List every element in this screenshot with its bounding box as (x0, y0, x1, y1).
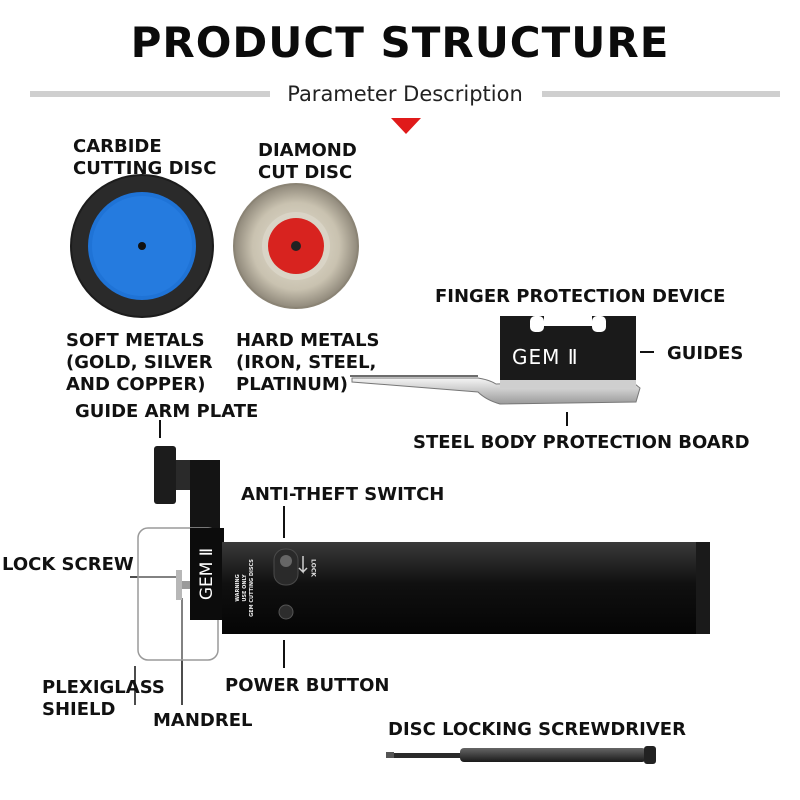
warning-line1: WARNING (235, 574, 241, 602)
warning-line2: USE ONLY (242, 574, 248, 602)
carbide-name-line2: CUTTING DISC (73, 158, 217, 179)
warning-line3: GEM CUTTING DISCS (249, 559, 255, 617)
lock-text: LOCK (309, 559, 317, 577)
finger-protection-label: FINGER PROTECTION DEVICE (435, 286, 726, 307)
lock-screw-label: LOCK SCREW (2, 554, 134, 575)
tool-body (190, 528, 710, 634)
diamond-use-line2: (IRON, STEEL, (236, 352, 377, 373)
guide-arm-plate-label: GUIDE ARM PLATE (75, 401, 259, 422)
subtitle-rule-left (30, 91, 270, 97)
plexiglass-label-line1: PLEXIGLASS (42, 677, 165, 698)
carbide-disc (70, 174, 214, 318)
finger-protection-device (350, 316, 641, 405)
carbide-use-line3: AND COPPER) (66, 374, 206, 395)
guides-label: GUIDES (667, 343, 744, 364)
subtitle: Parameter Description (287, 82, 523, 106)
carbide-name-line1: CARBIDE (73, 136, 162, 157)
mandrel-label: MANDREL (153, 710, 253, 731)
guard-brand-logo: GEM Ⅱ (512, 345, 579, 369)
plexiglass-label-line2: SHIELD (42, 699, 116, 720)
page-title: PRODUCT STRUCTURE (130, 18, 670, 67)
screwdriver-label: DISC LOCKING SCREWDRIVER (388, 719, 686, 740)
diamond-name-line1: DIAMOND (258, 140, 357, 161)
carbide-use-line2: (GOLD, SILVER (66, 352, 213, 373)
subtitle-rule-right (542, 91, 780, 97)
tool-brand-logo: GEM Ⅱ (197, 547, 217, 601)
diamond-name-line2: CUT DISC (258, 162, 353, 183)
board-label: STEEL BODY PROTECTION BOARD (413, 432, 750, 453)
disc-locking-screwdriver (386, 746, 656, 764)
power-button-label: POWER BUTTON (225, 675, 390, 696)
anti-theft-switch-label: ANTI-THEFT SWITCH (241, 484, 445, 505)
carbide-use-line1: SOFT METALS (66, 330, 205, 351)
diamond-use-line1: HARD METALS (236, 330, 380, 351)
down-triangle-icon (391, 118, 421, 134)
mandrel (176, 570, 192, 600)
diamond-disc (233, 183, 359, 309)
diamond-use-line3: PLATINUM) (236, 374, 348, 395)
